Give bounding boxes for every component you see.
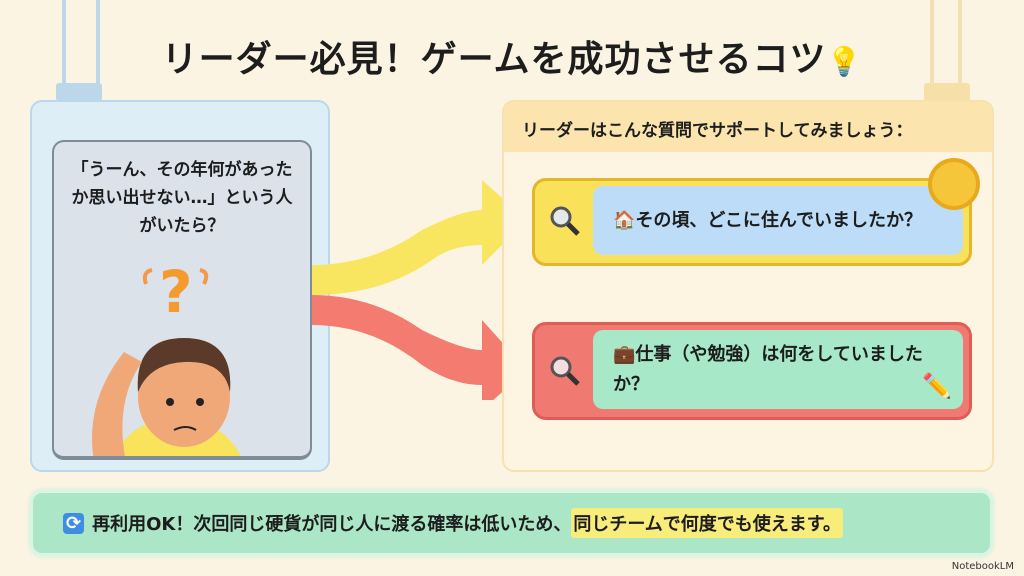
scenario-quote: 「うーん、その年何があったか思い出せない…」という人がいたら？ [71, 160, 293, 236]
lightbulb-icon: 💡 [826, 45, 863, 78]
confused-person-illustration: ? [92, 258, 241, 456]
magnifier-icon [549, 355, 581, 387]
banner-text: 再利用OK！次回同じ硬貨が同じ人に渡る確率は低いため、 [92, 514, 572, 535]
title-text: リーダー必見！ゲームを成功させるコツ [161, 39, 827, 80]
arrows-graphic [312, 180, 527, 400]
magnifier-icon [549, 205, 581, 237]
question-text: その頃、どこに住んでいましたか？ [635, 209, 922, 231]
watermark: NotebookLM [951, 561, 1014, 572]
yellow-arrow [312, 180, 527, 295]
page-title: リーダー必見！ゲームを成功させるコツ💡 [0, 30, 1024, 82]
hanging-string [62, 0, 66, 85]
question-mark-icon: ? [159, 258, 193, 326]
question-card: 🏠その頃、どこに住んでいましたか？ [532, 178, 972, 266]
scenario-card: 「うーん、その年何があったか思い出せない…」という人がいたら？ ? [52, 140, 312, 460]
reuse-banner: ⟳ 再利用OK！次回同じ硬貨が同じ人に渡る確率は低いため、 同じチームで何度でも… [30, 490, 993, 556]
hanger-clip [924, 83, 970, 101]
hanging-string [930, 0, 934, 85]
briefcase-icon: 💼 [613, 343, 636, 365]
house-icon: 🏠 [613, 209, 636, 231]
hanger-clip [56, 83, 102, 101]
coin-icon [928, 158, 980, 210]
questions-header: リーダーはこんな質問でサポートしてみましょう： [504, 102, 992, 152]
hanging-string [96, 0, 100, 85]
hanging-string [958, 0, 962, 85]
banner-highlight: 同じチームで何度でも使えます。 [571, 508, 844, 538]
question-text: 仕事（や勉強）は何をしていましたか？ [613, 343, 923, 395]
red-arrow [312, 295, 527, 400]
question-card: 💼仕事（や勉強）は何をしていましたか？ [532, 322, 972, 420]
repeat-icon: ⟳ [63, 512, 85, 534]
pencil-icon: ✏️ [922, 372, 952, 400]
